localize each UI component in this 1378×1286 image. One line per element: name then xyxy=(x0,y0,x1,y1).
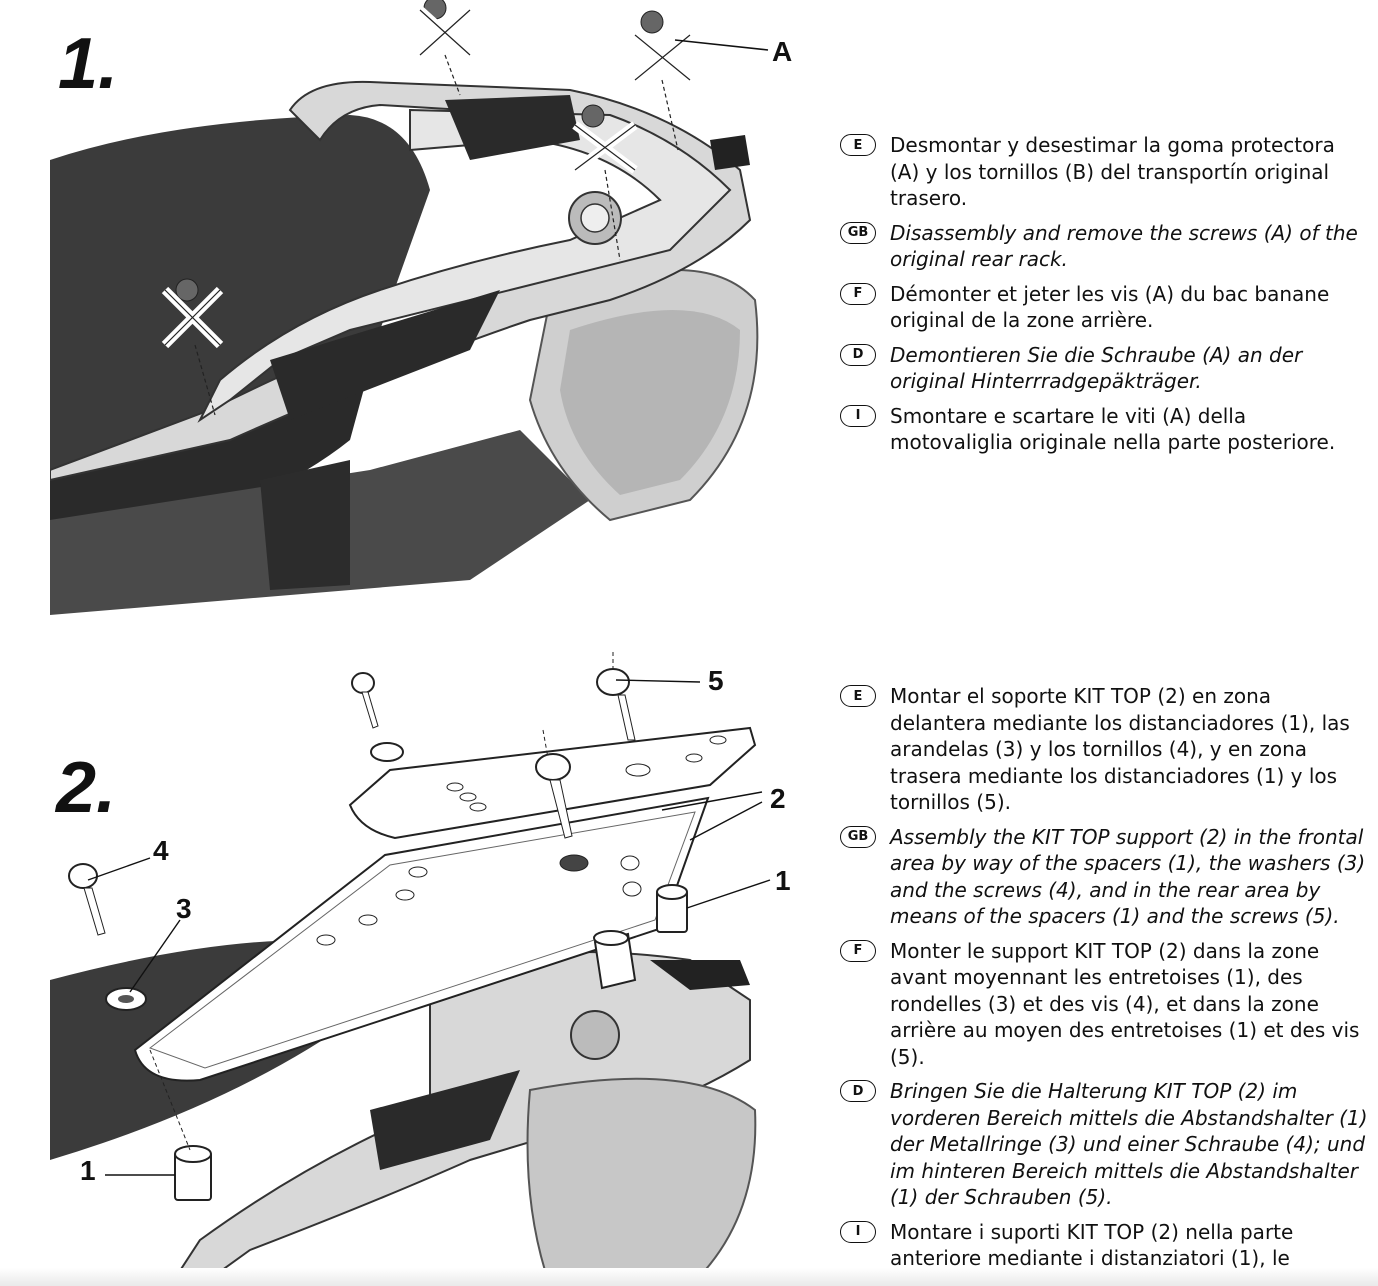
instruction-text: Assembly the KIT TOP support (2) in the … xyxy=(890,824,1366,929)
instruction-text: Smontare e scartare le viti (A) della mo… xyxy=(890,403,1336,455)
step-1-number: 1. xyxy=(58,24,119,104)
instruction-text: Montare i suporti KIT TOP (2) nella part… xyxy=(890,1219,1294,1271)
language-badge-es: E xyxy=(840,685,876,707)
screw-5 xyxy=(596,652,701,741)
instruction-es: E Montar el soporte KIT TOP (2) en zona … xyxy=(840,683,1370,816)
removed-screw-3 xyxy=(632,10,769,151)
callout-2: 2 xyxy=(770,783,786,814)
language-badge-de: D xyxy=(840,1080,876,1102)
callout-a: A xyxy=(772,36,793,67)
instruction-de: D Bringen Sie die Halterung KIT TOP (2) … xyxy=(840,1078,1370,1211)
instruction-text: Desmontar y desestimar la goma protector… xyxy=(890,133,1335,210)
spacer-1-left xyxy=(105,1049,212,1201)
instruction-it: I Montare i suporti KIT TOP (2) nella pa… xyxy=(840,1219,1370,1272)
instruction-text: Disassembly and remove the screws (A) of… xyxy=(890,220,1358,272)
instruction-fr: F Monter le support KIT TOP (2) dans la … xyxy=(840,938,1370,1071)
step-2-illustration xyxy=(50,652,771,1286)
instruction-text: Bringen Sie die Halterung KIT TOP (2) im… xyxy=(890,1079,1368,1209)
language-badge-fr: F xyxy=(840,939,876,962)
callout-1-right: 1 xyxy=(775,865,791,896)
instruction-fr: F Démonter et jeter les vis (A) du bac b… xyxy=(840,281,1370,334)
removed-screw-4 xyxy=(572,104,638,261)
instruction-text: Demontieren Sie die Schraube (A) an der … xyxy=(890,342,1303,394)
screw-4-rear xyxy=(535,729,573,839)
removed-screw-1 xyxy=(161,278,224,416)
instruction-text: Monter le support KIT TOP (2) dans la zo… xyxy=(890,938,1360,1069)
page-bottom-shadow xyxy=(0,1268,1378,1286)
language-badge-fr: F xyxy=(840,282,876,305)
language-badge-gb: GB xyxy=(840,221,876,244)
screw-4 xyxy=(68,857,151,936)
step-1-illustration xyxy=(50,0,769,615)
screw-small xyxy=(351,672,404,762)
callout-5: 5 xyxy=(708,665,724,696)
step-2-instructions: E Montar el soporte KIT TOP (2) en zona … xyxy=(840,683,1370,1280)
callout-4: 4 xyxy=(153,835,169,866)
instruction-gb: GB Disassembly and remove the screws (A)… xyxy=(840,220,1370,273)
language-badge-de: D xyxy=(840,343,876,366)
instruction-text: Démonter et jeter les vis (A) du bac ban… xyxy=(890,281,1330,333)
spacer-1-right xyxy=(656,879,771,933)
language-badge-gb: GB xyxy=(840,825,876,848)
language-badge-it: I xyxy=(840,404,876,427)
instruction-text: Montar el soporte KIT TOP (2) en zona de… xyxy=(890,684,1350,814)
language-badge-it: I xyxy=(840,1220,876,1243)
removed-screw-2 xyxy=(416,0,474,96)
instruction-es: E Desmontar y desestimar la goma protect… xyxy=(840,132,1370,212)
callout-1-left: 1 xyxy=(80,1155,96,1186)
callout-3: 3 xyxy=(176,893,192,924)
step-1-instructions: E Desmontar y desestimar la goma protect… xyxy=(840,132,1370,464)
language-badge-es: E xyxy=(840,134,876,156)
instruction-it: I Smontare e scartare le viti (A) della … xyxy=(840,403,1370,456)
instruction-gb: GB Assembly the KIT TOP support (2) in t… xyxy=(840,824,1370,930)
step-2-number: 2. xyxy=(56,748,117,828)
instruction-de: D Demontieren Sie die Schraube (A) an de… xyxy=(840,342,1370,395)
washer-3 xyxy=(105,919,181,1011)
spacer-1-mid xyxy=(593,930,637,990)
